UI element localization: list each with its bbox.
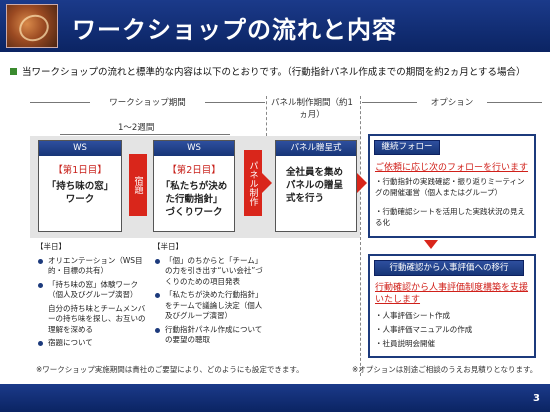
intro-label: 当ワークショップの流れと標準的な内容は以下のとおりです。（行動指針パネル作成まで…: [22, 67, 526, 78]
follow-item-1: ・行動指針の実践確認・振り返りミーティングの開催運営（個人またはグループ）: [375, 177, 525, 197]
arrow-right-icon: [357, 173, 367, 193]
homework-label: 宿題: [132, 176, 143, 194]
half1-note: 自分の持ち味とチームメンバーの持ち味を探し、お互いの理解を深める: [48, 303, 146, 334]
eval-box: 行動確認から人事評価への移行 行動確認から人事評価制度構築を支援いたします ・人…: [368, 254, 536, 358]
ws1-box: WS 【第1日目】 「持ち味の窓」 ワーク: [38, 140, 122, 232]
page-title: ワークショップの流れと内容: [72, 16, 397, 44]
interval-line: [60, 134, 230, 135]
eval-item-1: ・人事評価シート作成: [375, 311, 450, 320]
bullet-square-icon: [10, 68, 17, 75]
phase-panel: パネル制作期間（約1ヵ月）: [268, 96, 356, 120]
ws2-day: 【第2日目】: [167, 165, 221, 176]
follow-lead: ご依頼に応じ次のフォローを行います: [375, 163, 529, 173]
eval-item-3: ・社員説明会開催: [375, 339, 435, 348]
footnote-option: ※オプションは別途ご相談のうえお見積りとなります。: [352, 365, 538, 374]
list-item: 「持ち味の窓」体験ワーク（個人及びグループ演習）: [36, 280, 146, 301]
intro-text: 当ワークショップの流れと標準的な内容は以下のとおりです。（行動指針パネル作成まで…: [10, 64, 526, 78]
phase-workshop: ワークショップ期間: [30, 96, 265, 110]
phase-panel-label: パネル制作期間（約1ヵ月）: [271, 98, 353, 120]
list-item: 「個」のちからと「チーム」の力を引き出す“いい会社”づくりのための項目発表: [153, 256, 265, 288]
list-item: 行動指針パネル作成についての要望の聴取: [153, 325, 265, 346]
homework-tag: 宿題: [129, 154, 147, 216]
list-item: 「私たちが決めた行動指針」をチームで議論し決定（個人及びグループ演習）: [153, 290, 265, 322]
ws2-head: WS: [154, 141, 234, 156]
phase-workshop-label: ワークショップ期間: [109, 98, 186, 108]
panel-ceremony-box: パネル贈呈式 全社員を集め パネルの贈呈 式を行う: [275, 140, 357, 232]
page-number: 3: [533, 393, 540, 404]
interval-label: 1〜2週間: [118, 123, 155, 133]
arrow-right-icon: [262, 173, 272, 193]
half2-list: 【半日】 「個」のちからと「チーム」の力を引き出す“いい会社”づくりのための項目…: [153, 242, 265, 346]
phase-line: [30, 102, 90, 103]
eval-lead: 行動確認から人事評価制度構築を支援いたします: [375, 283, 529, 305]
follow-box: 継続フォロー ご依頼に応じ次のフォローを行います ・行動指針の実践確認・振り返り…: [368, 134, 536, 238]
ws2-text: 「私たちが決め た行動指針」 づくりワーク: [160, 181, 228, 218]
panel-make-label: パネル制作: [247, 160, 258, 206]
divider: [360, 96, 361, 376]
arrow-down-icon: [424, 240, 438, 249]
phase-line: [205, 102, 265, 103]
half1-head: 【半日】: [36, 242, 66, 251]
eval-head: 行動確認から人事評価への移行: [374, 260, 524, 276]
divider: [266, 96, 267, 136]
panel-make-tag: パネル制作: [244, 150, 262, 216]
phase-option-label: オプション: [430, 98, 474, 108]
phase-option: オプション: [362, 96, 542, 110]
follow-head: 継続フォロー: [374, 140, 440, 155]
follow-item-2: ・行動確認シートを活用した実践状況の見える化: [375, 207, 525, 227]
ws1-text: 「持ち味の窓」 ワーク: [46, 181, 114, 205]
ws2-box: WS 【第2日目】 「私たちが決め た行動指針」 づくりワーク: [153, 140, 235, 232]
phase-line: [487, 102, 542, 103]
eval-item-2: ・人事評価マニュアルの作成: [375, 325, 473, 334]
half1-list: 【半日】 オリエンテーション（WS目的・目標の共有） 「持ち味の窓」体験ワーク（…: [36, 242, 146, 349]
ws1-day: 【第1日目】: [53, 165, 107, 176]
half2-head: 【半日】: [153, 242, 183, 251]
ws1-head: WS: [39, 141, 121, 156]
panel-ceremony-head: パネル贈呈式: [276, 141, 356, 156]
list-item: 宿題について: [36, 338, 146, 349]
logo-image: [6, 4, 58, 48]
header-bar: [0, 0, 550, 52]
phase-line: [362, 102, 417, 103]
list-item: オリエンテーション（WS目的・目標の共有）: [36, 256, 146, 277]
footnote-workshop: ※ワークショップ実施期間は貴社のご要望により、どのようにも設定できます。: [36, 365, 304, 374]
footer-bar: [0, 384, 550, 412]
panel-ceremony-text: 全社員を集め パネルの贈呈 式を行う: [286, 167, 344, 204]
